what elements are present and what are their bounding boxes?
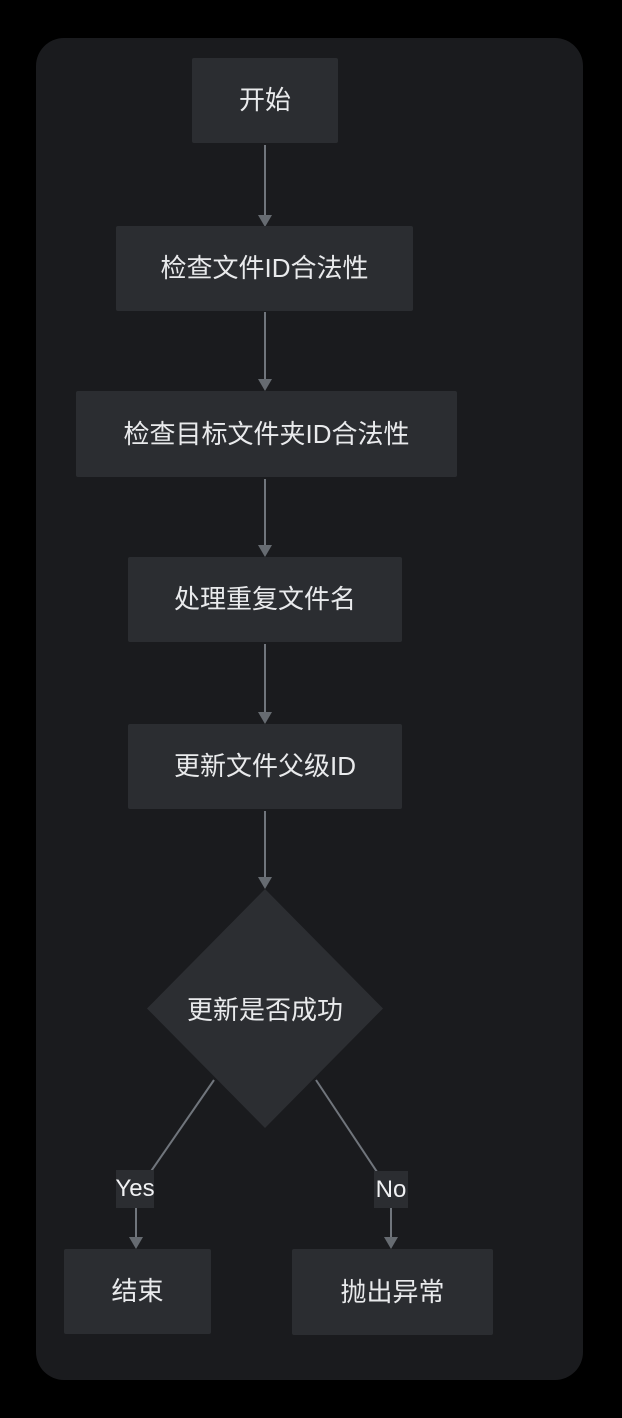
edge-label-yes: Yes xyxy=(115,1170,155,1208)
flow-node-end: 结束 xyxy=(64,1249,211,1334)
edge-label-no: No xyxy=(374,1171,408,1208)
flow-node-check-file-id: 检查文件ID合法性 xyxy=(116,226,413,311)
flow-node-start: 开始 xyxy=(192,58,338,143)
flow-node-update-parent-id: 更新文件父级ID xyxy=(128,724,402,809)
flow-node-throw-exception: 抛出异常 xyxy=(292,1249,493,1335)
flow-node-handle-duplicate: 处理重复文件名 xyxy=(128,557,402,642)
flow-node-check-folder-id: 检查目标文件夹ID合法性 xyxy=(76,391,457,477)
flow-node-decision-label: 更新是否成功 xyxy=(186,995,343,1025)
